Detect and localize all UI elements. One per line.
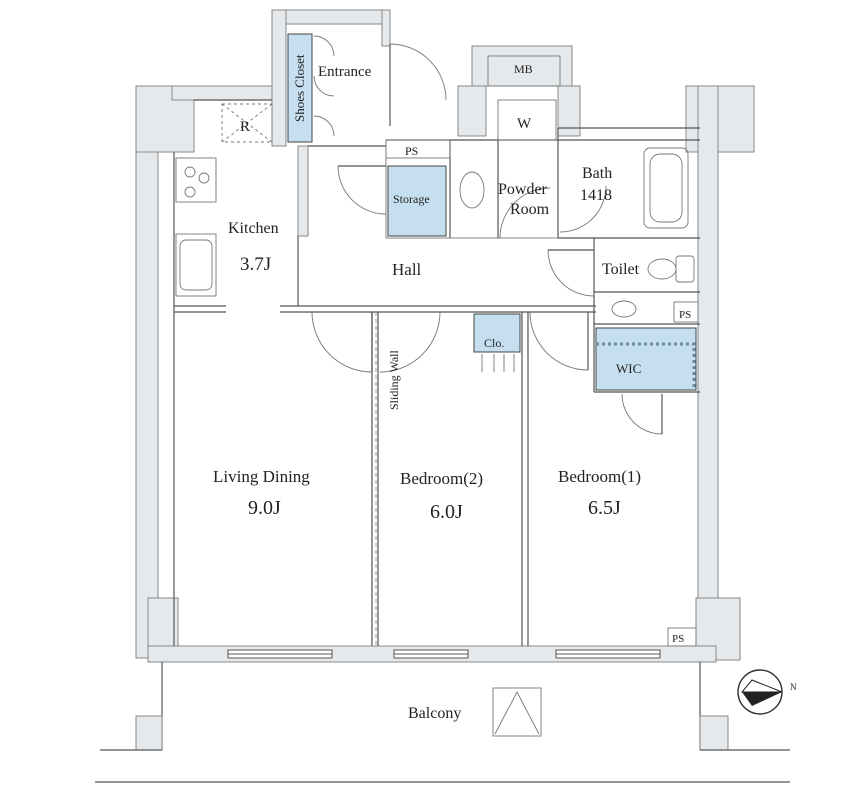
windows: [227, 649, 661, 659]
wash-basin: [459, 171, 485, 209]
stove: [175, 157, 217, 203]
washer-label: W: [517, 116, 532, 132]
bath-label: Bath: [582, 165, 612, 182]
balcony-label: Balcony: [408, 705, 461, 722]
wic-label: WIC: [616, 361, 641, 376]
ps-top-label: PS: [405, 144, 418, 158]
mb-label: MB: [514, 62, 533, 76]
clo-label: Clo.: [484, 336, 504, 350]
powder-label-2: Room: [510, 201, 550, 218]
mb-box: [487, 55, 561, 87]
north-compass: N: [737, 669, 797, 715]
balcony-area: [95, 662, 790, 783]
closet: [473, 313, 521, 353]
storage-label: Storage: [393, 192, 430, 206]
bedroom2-label: Bedroom(2): [400, 469, 483, 488]
shoes-closet: [287, 33, 313, 143]
entrance-label: Entrance: [318, 64, 372, 80]
shoes-closet-label: Shoes Closet: [292, 54, 307, 122]
living-size-label: 9.0J: [248, 497, 281, 519]
kitchen-label: Kitchen: [228, 220, 279, 237]
kitchen-size-label: 3.7J: [240, 254, 271, 275]
living-label: Living Dining: [213, 467, 310, 486]
ps-bottom-label: PS: [672, 633, 684, 645]
refrigerator-label: R: [240, 119, 250, 135]
interior-walls: [173, 55, 700, 646]
north-label: N: [790, 682, 797, 692]
toilet-bowl: [647, 258, 677, 280]
toilet-tank: [675, 255, 695, 283]
storage-room: [387, 165, 447, 237]
sliding-wall-label: Sliding Wall: [387, 350, 401, 410]
drain-hatch: [492, 687, 542, 737]
toilet-label: Toilet: [602, 261, 640, 278]
sink: [611, 300, 637, 318]
doors: [311, 35, 663, 435]
bathtub: [643, 147, 689, 229]
hall-label: Hall: [392, 260, 422, 279]
room-labels: Entrance Shoes Closet MB W PS Bath 1418 …: [213, 54, 697, 722]
storage-areas: [287, 33, 697, 391]
powder-label-1: Powder: [498, 181, 548, 198]
bedroom2-size-label: 6.0J: [430, 501, 463, 523]
bedroom1-label: Bedroom(1): [558, 467, 641, 486]
washer-box: [497, 99, 557, 141]
ps-right-label: PS: [679, 309, 691, 321]
kitchen-sink: [175, 233, 217, 297]
bath-size-label: 1418: [580, 187, 612, 204]
walk-in-closet: [595, 327, 697, 391]
bedroom1-size-label: 6.5J: [588, 497, 621, 519]
kitchen-fixtures: [175, 103, 273, 297]
refrigerator-space: [221, 103, 273, 143]
